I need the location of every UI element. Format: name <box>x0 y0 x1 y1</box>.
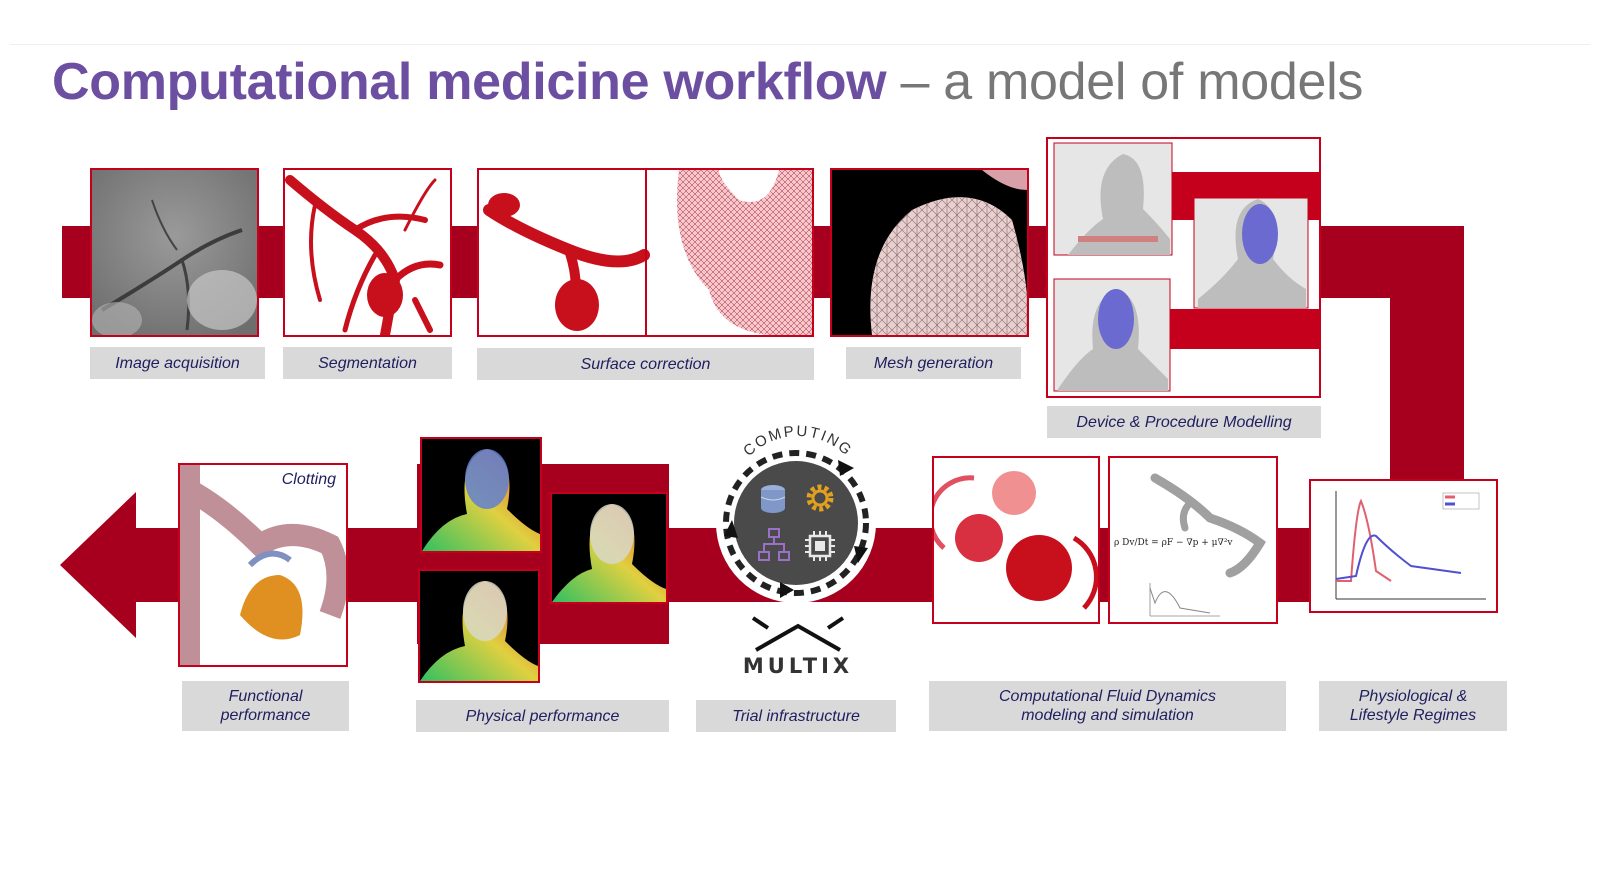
label-cfd: Computational Fluid Dynamics modeling an… <box>929 681 1286 731</box>
band-right-vertical <box>1390 226 1464 516</box>
surface-models-image <box>479 170 812 335</box>
volume-mesh-image <box>832 170 1027 335</box>
label-physical-performance: Physical performance <box>416 700 669 732</box>
flowchart-icon <box>758 528 790 562</box>
device-models-image <box>1053 142 1319 392</box>
navier-stokes-equation: ρ Dv/Dt = ρF − ∇p + μ∇²v <box>1114 538 1233 548</box>
mesh-generation-panel <box>830 168 1029 337</box>
segmentation-panel <box>283 168 452 337</box>
device-modelling-panel <box>1046 137 1321 398</box>
segmented-vessels-image <box>285 170 450 335</box>
label-functional-line1: Functional <box>228 688 303 705</box>
title-sub: – a model of models <box>900 53 1364 111</box>
velocity-plot <box>1311 481 1496 611</box>
computing-hub: COMPUTING <box>708 418 888 608</box>
label-physiological-line2: Lifestyle Regimes <box>1349 707 1477 724</box>
physical-sim-3 <box>418 569 540 683</box>
label-image-acquisition: Image acquisition <box>90 347 265 379</box>
functional-performance-panel: Clotting <box>178 463 348 667</box>
arrowhead-left <box>60 492 136 638</box>
flow-simulation-image-1 <box>422 439 540 551</box>
label-physiological: Physiological & Lifestyle Regimes <box>1319 681 1507 731</box>
computing-hub-graphic: COMPUTING <box>716 423 876 603</box>
gears-image <box>934 458 1098 622</box>
label-cfd-line2: modeling and simulation <box>1021 707 1194 724</box>
label-functional: Functional performance <box>182 681 349 731</box>
multix-logo-mark <box>751 616 845 652</box>
physical-sim-1 <box>420 437 542 553</box>
vessel-equation-image <box>1110 458 1276 622</box>
label-cfd-line1: Computational Fluid Dynamics <box>999 688 1216 705</box>
flow-simulation-image-3 <box>420 571 538 681</box>
label-segmentation: Segmentation <box>283 347 452 379</box>
chip-icon <box>804 530 836 562</box>
flow-simulation-image-2 <box>552 494 666 602</box>
page-title: Computational medicine workflow – a mode… <box>52 52 1363 112</box>
physiological-plot-panel <box>1309 479 1498 613</box>
cfd-gears-panel <box>932 456 1100 624</box>
physical-sim-2 <box>550 492 668 604</box>
label-device-modelling: Device & Procedure Modelling <box>1047 406 1321 438</box>
multix-logo: MULTIX <box>742 654 854 678</box>
surface-correction-panel <box>477 168 814 337</box>
angiography-image <box>92 170 257 335</box>
title-main: Computational medicine workflow <box>52 53 887 111</box>
clotting-simulation-image <box>180 465 346 665</box>
label-functional-line2: performance <box>220 707 311 724</box>
image-acquisition-panel <box>90 168 259 337</box>
gear-icon <box>804 482 836 514</box>
cfd-equation-panel: ρ Dv/Dt = ρF − ∇p + μ∇²v <box>1108 456 1278 624</box>
label-surface-correction: Surface correction <box>477 348 814 380</box>
database-icon <box>758 484 788 514</box>
label-physiological-line1: Physiological & <box>1358 688 1468 705</box>
label-mesh-generation: Mesh generation <box>846 347 1021 379</box>
label-trial-infrastructure: Trial infrastructure <box>696 700 896 732</box>
clotting-label: Clotting <box>281 471 336 488</box>
top-divider <box>10 44 1590 45</box>
